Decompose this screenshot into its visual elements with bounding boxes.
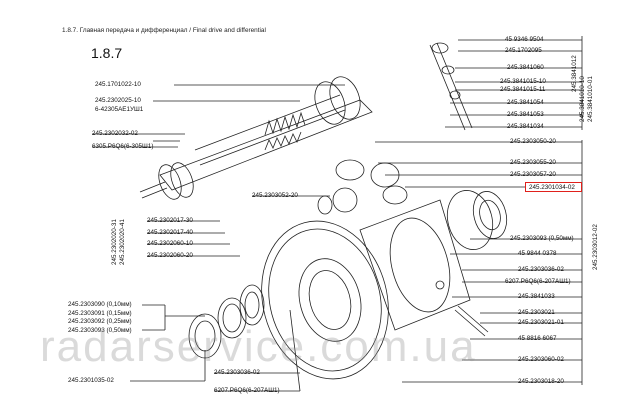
part-label: 245.2303018-20: [518, 378, 564, 385]
part-label: 245.2303050-20: [510, 138, 556, 145]
part-label: 45 8816 6067: [518, 335, 557, 342]
part-label: 245.3841054: [507, 99, 544, 106]
part-label: 6305.Р6Q6(6-305Ш1): [92, 143, 154, 150]
part-label: 6207.Р6Q6(6-207АШ1): [505, 278, 571, 285]
vertical-part-label: 245.3841012: [571, 55, 578, 92]
section-number: 1.8.7: [91, 45, 123, 61]
part-label: 245.2302017-40: [147, 229, 193, 236]
part-label: 245.2303093 (0,50мм): [510, 235, 574, 242]
part-label: 245.3841033: [518, 293, 555, 300]
vertical-part-label: 245.2302020-31: [111, 219, 118, 265]
part-label: 245.2303021: [518, 309, 555, 316]
part-label: 245.3841060: [507, 64, 544, 71]
part-label: 245.2303052-20: [252, 192, 298, 199]
part-label: 6207.Р6Q6(6-207АШ1): [214, 387, 280, 394]
part-label: 245.2301035-02: [68, 377, 114, 384]
vertical-part-label: 245.2302020-41: [119, 219, 126, 265]
vertical-part-label: 245.3841010-01: [587, 76, 594, 122]
part-label: 245.2303092 (0,25мм): [68, 318, 132, 325]
part-label: 45 9844 0378: [518, 250, 557, 257]
part-label: 245.3841015-10: [500, 78, 546, 85]
part-label: 245.2303090 (0,10мм): [68, 301, 132, 308]
part-label: 245.3841053: [507, 111, 544, 118]
part-label: 6-42305АЕ1УШ1: [95, 106, 144, 113]
part-label: 245.2303036-02: [214, 369, 260, 376]
page-header: 1.8.7. Главная передача и дифференциал /…: [62, 27, 266, 34]
part-label: 245.1702095: [505, 47, 542, 54]
part-label: 245.2303060-02: [518, 356, 564, 363]
part-label: 245.2303091 (0,15мм): [68, 310, 132, 317]
part-label: 245.2302060-20: [147, 252, 193, 259]
vertical-part-label: 245.3841010-10: [579, 76, 586, 122]
part-label: 45 9346 9504: [505, 36, 544, 43]
part-label: 245.1701022-10: [95, 81, 141, 88]
highlighted-part-box: [525, 182, 582, 192]
part-label: 245.3841034: [507, 123, 544, 130]
part-label: 245.2302017-30: [147, 217, 193, 224]
highlighted-part-label: 245.2301034-02: [529, 184, 575, 191]
part-label: 245.2303057-20: [510, 171, 556, 178]
part-label: 245.2303055-20: [510, 159, 556, 166]
vertical-part-label: 245.2303012-02: [592, 224, 599, 270]
part-label: 245.2303036-02: [518, 266, 564, 273]
part-label: 245.2302032-02: [92, 130, 138, 137]
part-label: 245.3841015-11: [500, 86, 546, 93]
part-label: 245.2302060-10: [147, 240, 193, 247]
part-label: 245.2303021-01: [518, 319, 564, 326]
part-label: 245.2302025-10: [95, 97, 141, 104]
part-label: 245.2303093 (0,50мм): [68, 327, 132, 334]
